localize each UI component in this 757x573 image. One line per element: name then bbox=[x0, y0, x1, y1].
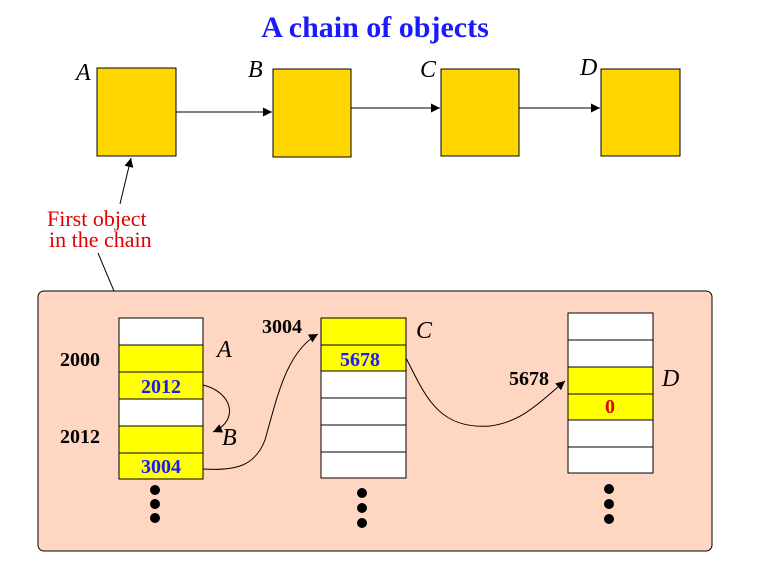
ellipsis-dots-column-2 bbox=[357, 488, 367, 528]
note-line-1: First object bbox=[47, 206, 147, 231]
cell-value-5678: 5678 bbox=[340, 349, 380, 371]
object-box-a bbox=[96, 67, 177, 157]
page-title: A chain of objects bbox=[261, 11, 489, 44]
chain-label-c: C bbox=[420, 57, 437, 83]
chain-label-d: D bbox=[579, 55, 597, 81]
object-box-c bbox=[440, 68, 520, 157]
address-2000: 2000 bbox=[60, 349, 100, 371]
ellipsis-dots-column-3 bbox=[604, 484, 614, 524]
address-3004: 3004 bbox=[262, 316, 302, 338]
pointer-3004-to-c bbox=[202, 333, 319, 470]
ellipsis-dots-column-1 bbox=[150, 485, 160, 523]
memory-column-1 bbox=[118, 317, 204, 480]
memory-column-3 bbox=[567, 312, 654, 474]
address-5678: 5678 bbox=[509, 368, 549, 390]
chain-label-b: B bbox=[248, 57, 263, 83]
cell-value-0: 0 bbox=[605, 396, 615, 418]
memory-label-d: D bbox=[661, 366, 679, 392]
memory-label-a: A bbox=[215, 337, 232, 363]
object-box-d bbox=[600, 68, 681, 157]
note-line-2: in the chain bbox=[49, 227, 152, 252]
pointer-2012-to-b bbox=[202, 384, 230, 433]
arrow-note-to-box-a bbox=[119, 157, 134, 205]
memory-label-c: C bbox=[416, 318, 433, 344]
chain-label-a: A bbox=[74, 60, 91, 86]
object-box-b bbox=[272, 68, 352, 158]
address-2012: 2012 bbox=[60, 426, 100, 448]
memory-label-b: B bbox=[222, 425, 237, 451]
cell-value-3004: 3004 bbox=[141, 456, 181, 478]
memory-column-2 bbox=[320, 317, 407, 479]
pointer-5678-to-d bbox=[405, 357, 566, 427]
cell-value-2012: 2012 bbox=[141, 376, 181, 398]
